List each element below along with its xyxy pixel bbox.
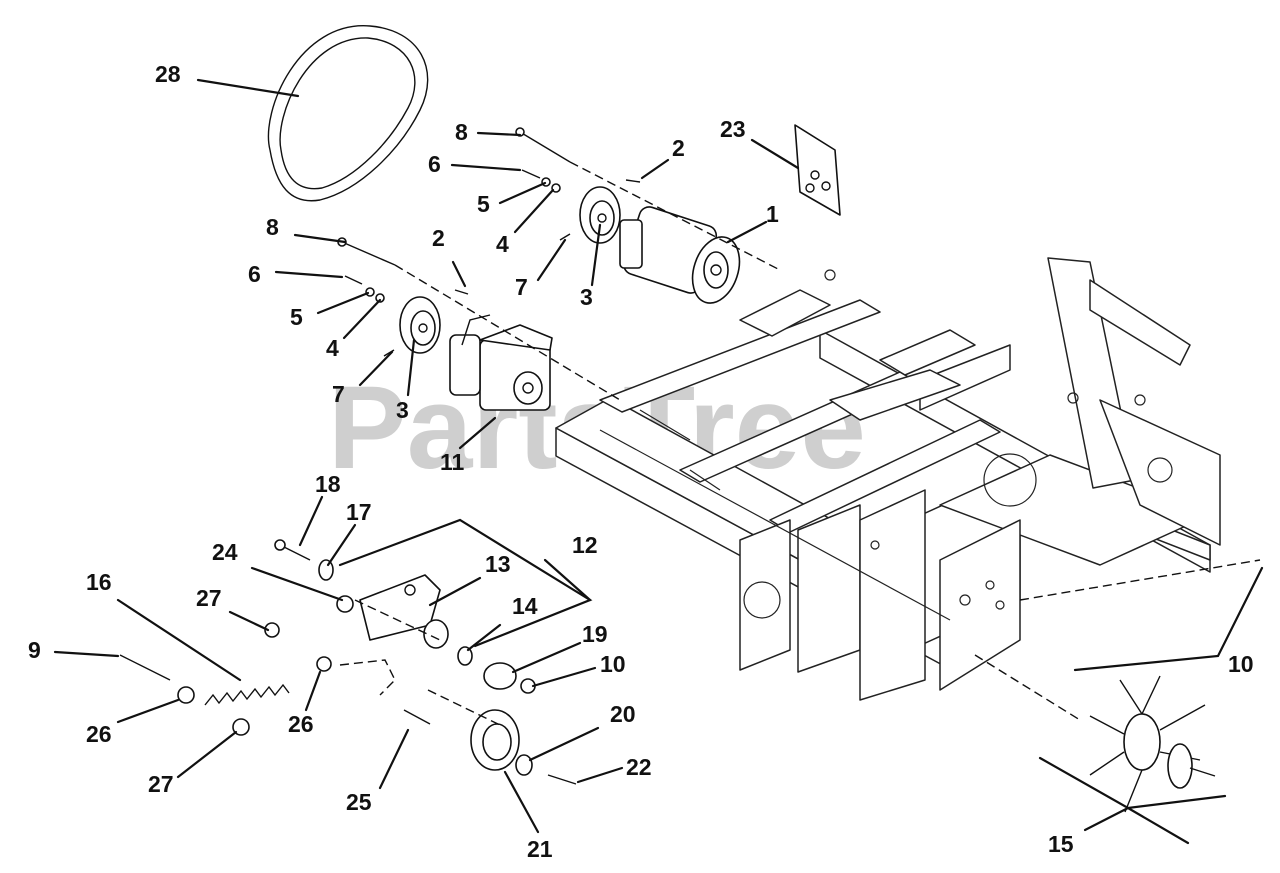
callout-6: 6 (428, 151, 441, 177)
callout-3: 3 (396, 397, 409, 423)
callout-2: 2 (672, 135, 685, 161)
drive-belt (267, 25, 429, 202)
hardware-upper (337, 124, 841, 401)
callout-labels: 28 8 6 5 4 7 3 2 1 23 8 6 5 4 7 3 2 11 1… (28, 61, 1254, 862)
leader-lines (53, 78, 1264, 845)
chassis-frame (555, 257, 1221, 701)
callout-25: 25 (346, 789, 372, 815)
callout-24: 24 (212, 539, 238, 565)
callout-28: 28 (155, 61, 181, 87)
callout-13: 13 (485, 551, 511, 577)
callout-5: 5 (477, 191, 490, 217)
pulley-upper (579, 186, 621, 244)
callout-3: 3 (580, 284, 593, 310)
callout-9: 9 (28, 637, 41, 663)
hydraulic-pump-lower (449, 314, 553, 411)
callout-8: 8 (266, 214, 279, 240)
callout-17: 17 (346, 499, 372, 525)
callout-19: 19 (582, 621, 608, 647)
cooling-fan (974, 559, 1261, 813)
callout-27: 27 (148, 771, 174, 797)
pulley-lower (399, 296, 441, 354)
callout-7: 7 (332, 381, 345, 407)
callout-4: 4 (496, 231, 509, 257)
callout-11: 11 (440, 449, 465, 475)
callout-2: 2 (432, 225, 445, 251)
callout-6: 6 (248, 261, 261, 287)
callout-15: 15 (1048, 831, 1074, 857)
callout-26: 26 (86, 721, 112, 747)
callout-20: 20 (610, 701, 636, 727)
callout-21: 21 (527, 836, 553, 862)
callout-7: 7 (515, 274, 528, 300)
callout-26: 26 (288, 711, 314, 737)
callout-22: 22 (626, 754, 652, 780)
callout-18: 18 (315, 471, 341, 497)
callout-5: 5 (290, 304, 303, 330)
callout-1: 1 (766, 201, 779, 227)
callout-14: 14 (512, 593, 538, 619)
callout-16: 16 (86, 569, 112, 595)
callout-10: 10 (1228, 651, 1254, 677)
callout-4: 4 (326, 335, 339, 361)
callout-27: 27 (196, 585, 222, 611)
callout-12: 12 (572, 532, 598, 558)
hydraulic-pump-upper (619, 206, 741, 304)
callout-8: 8 (455, 119, 468, 145)
callout-23: 23 (720, 116, 746, 142)
idler-assembly (119, 539, 577, 785)
callout-10: 10 (600, 651, 626, 677)
